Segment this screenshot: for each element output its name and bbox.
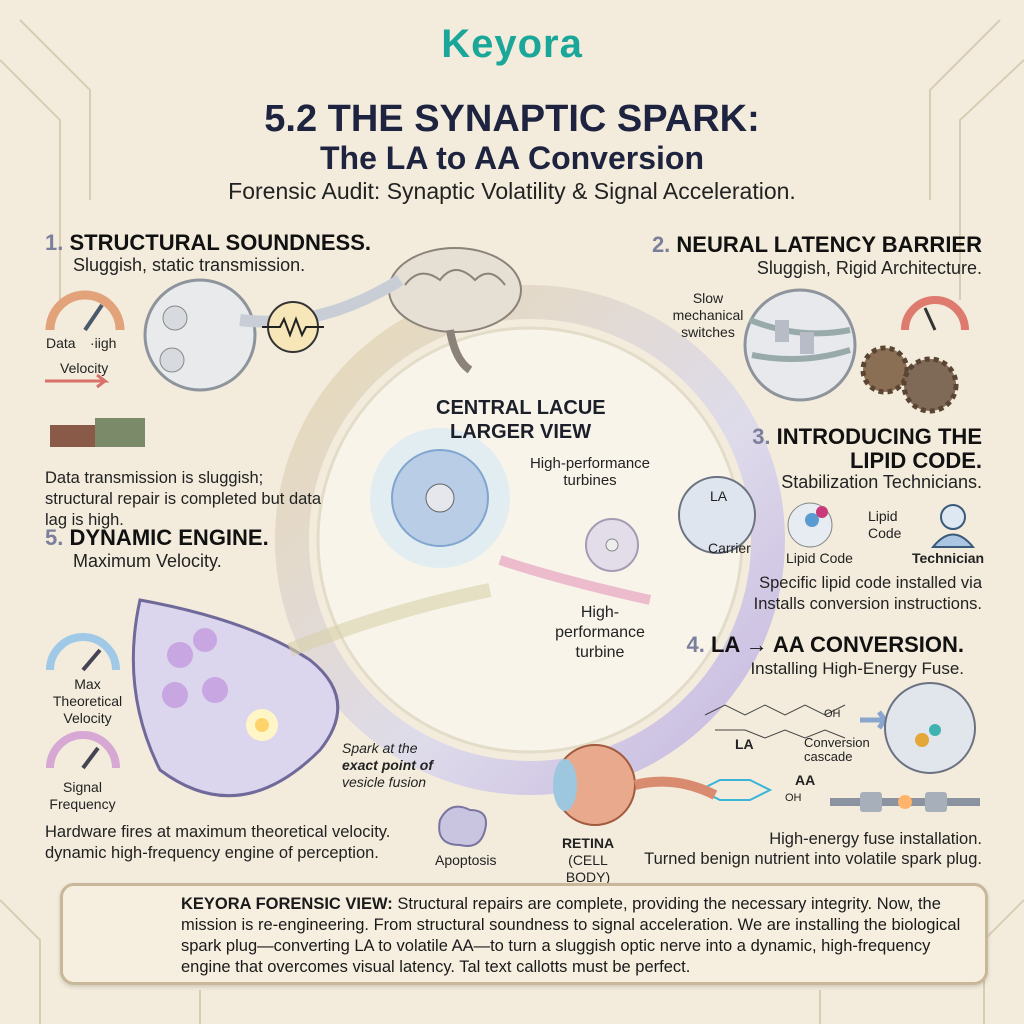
conversion-cascade-label: Conversion cascade xyxy=(804,735,870,764)
section-3-body-line1: Specific lipid code installed via xyxy=(759,574,982,592)
la-label: LA xyxy=(710,488,728,504)
carrier-label: Carrier xyxy=(708,540,751,556)
page-tagline: Forensic Audit: Synaptic Volatility & Si… xyxy=(228,178,796,204)
train-icon xyxy=(50,418,145,447)
lipid-code-label: Lipid Code xyxy=(786,550,853,566)
small-turbine-icon xyxy=(585,518,639,572)
aa-label: AA xyxy=(795,772,816,788)
oh-label: OH xyxy=(824,708,841,720)
signal-ring xyxy=(275,285,785,795)
technician-label: Technician xyxy=(912,550,985,566)
la-carrier-icon xyxy=(678,476,756,554)
neuron-soma-icon xyxy=(143,274,404,392)
section-5-subtitle: Maximum Velocity. xyxy=(73,551,222,571)
section-4-subtitle: Installing High-Energy Fuse. xyxy=(750,659,964,678)
turbine-icon xyxy=(370,428,510,568)
section-3-body-line2: Installs conversion instructions. xyxy=(753,595,982,613)
apoptosis-label: Apoptosis xyxy=(435,852,497,868)
forensic-view-text: KEYORA FORENSIC VIEW: Structural repairs… xyxy=(181,895,961,976)
turbines-callout: High-performance turbines xyxy=(529,455,651,489)
section-2-subtitle: Sluggish, Rigid Architecture. xyxy=(756,258,982,278)
page-subtitle: The LA to AA Conversion xyxy=(320,140,704,176)
section-3-title-line2: LIPID CODE. xyxy=(849,448,982,473)
signal-frequency-label: Signal Frequency xyxy=(49,779,116,812)
technician-icon xyxy=(930,504,976,548)
latency-gauge-icon xyxy=(901,296,969,331)
section-3-subtitle: Stabilization Technicians. xyxy=(781,472,982,492)
max-velocity-gauge-icon xyxy=(46,633,120,672)
switch-magnifier-icon xyxy=(743,288,857,402)
lipid-code-tag: Lipid Code xyxy=(868,508,902,541)
apoptosis-cell-icon xyxy=(438,805,487,847)
speed-gauge-icon xyxy=(45,290,125,332)
eye-retina-icon xyxy=(553,744,718,826)
section-5-body: Hardware fires at maximum theoretical ve… xyxy=(45,823,391,862)
section-2-title: 2. NEURAL LATENCY BARRIER xyxy=(651,232,982,257)
gauge-label: Data xyxy=(46,335,76,351)
section-4-body-line1: High-energy fuse installation. xyxy=(769,830,982,848)
brand-logo: Keyora xyxy=(441,22,583,66)
resistor-icon xyxy=(262,301,324,353)
section-1-body: Data transmission is sluggish; structura… xyxy=(45,469,322,529)
max-velocity-label: Max Theoretical Velocity xyxy=(52,676,123,726)
signal-frequency-gauge-icon xyxy=(46,731,120,770)
fuse-icon xyxy=(830,792,980,812)
gauge-label: Velocity xyxy=(60,360,109,376)
arrow-icon xyxy=(45,373,110,389)
section-3-title: 3. INTRODUCING THE xyxy=(752,424,982,449)
section-1-subtitle: Sluggish, static transmission. xyxy=(73,255,306,275)
gauge-label: ·iigh xyxy=(90,335,117,351)
section-1-title: 1. STRUCTURAL SOUNDNESS. xyxy=(45,230,371,255)
section-4-body-line2: Turned benign nutrient into volatile spa… xyxy=(644,850,982,868)
synapse-icon xyxy=(131,598,340,798)
oh-label: OH xyxy=(785,792,802,804)
brain-icon xyxy=(388,247,522,374)
turbine-callout: High- performance turbine xyxy=(555,604,645,661)
gears-icon xyxy=(860,345,959,414)
switches-callout: Slow mechanical switches xyxy=(672,290,744,340)
retina-label: RETINA(CELL BODY) xyxy=(561,835,615,885)
forensic-view-panel: KEYORA FORENSIC VIEW: Structural repairs… xyxy=(60,883,988,985)
la-molecule-structure xyxy=(704,704,846,739)
section-5-title: 5. DYNAMIC ENGINE. xyxy=(45,525,269,550)
arrow-icon xyxy=(860,710,890,730)
aa-molecule-structure xyxy=(697,779,773,801)
la-label: LA xyxy=(735,736,754,752)
page-title: 5.2 THE SYNAPTIC SPARK: xyxy=(264,98,760,140)
section-4-title: 4. LA → AA CONVERSION. xyxy=(686,632,965,657)
